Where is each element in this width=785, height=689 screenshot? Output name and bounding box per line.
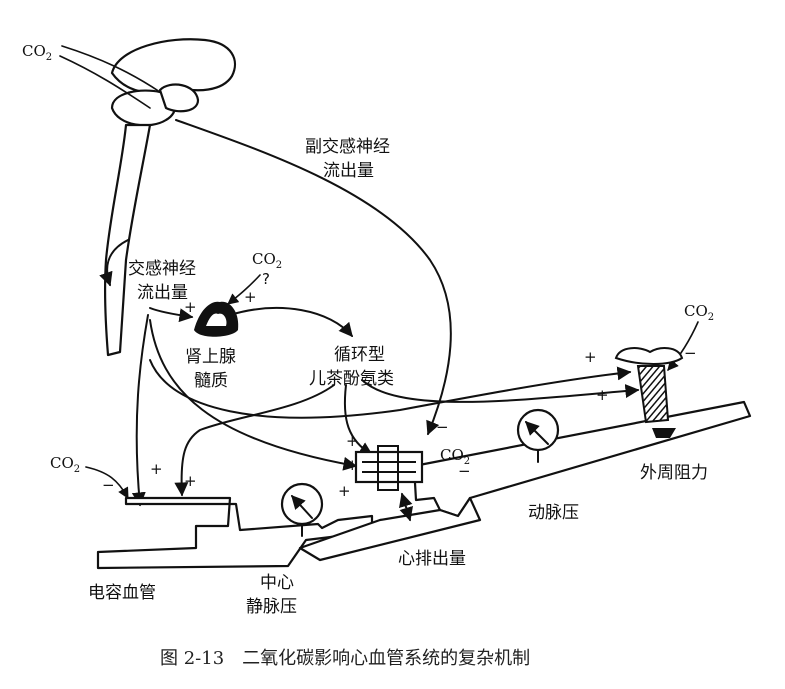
sign-plus: +: [584, 348, 597, 366]
label-parasympathetic-2: 流出量: [323, 161, 374, 181]
sign-plus: +: [184, 298, 197, 316]
label-adrenal-1: 肾上腺: [185, 347, 236, 367]
label-cardiac-output: 心排出量: [398, 549, 466, 569]
sign-plus: +: [150, 460, 163, 478]
label-sympathetic-2: 流出量: [137, 283, 188, 303]
label-peripheral-resistance: 外周阻力: [640, 463, 708, 483]
sign-minus: −: [102, 476, 115, 494]
adrenal-to-catecholamine: [230, 308, 352, 336]
adrenal-medulla: [194, 302, 238, 337]
sign-plus: +: [244, 288, 257, 306]
sign-minus: −: [436, 418, 449, 436]
co2-label-adrenal: CO2: [252, 250, 282, 271]
labels: 副交感神经 流出量 交感神经 流出量 肾上腺 髓质 循环型 儿茶酚氨类 外周阻力…: [88, 137, 708, 617]
label-arterial-pressure: 动脉压: [528, 503, 579, 523]
sign-plus: +: [184, 472, 197, 490]
label-catecholamine-1: 循环型: [334, 345, 385, 365]
sign-plus: +: [338, 482, 351, 500]
sign-plus: +: [346, 432, 359, 450]
label-central-1: 中心: [260, 573, 294, 593]
label-central-2: 静脉压: [246, 597, 297, 617]
label-adrenal-2: 髓质: [194, 371, 228, 391]
co2-label-resistance: CO2: [684, 302, 714, 323]
sign-minus: −: [458, 462, 471, 480]
figure-caption: 图 2-13 二氧化碳影响心血管系统的复杂机制: [160, 648, 530, 669]
question-mark: ?: [262, 270, 270, 288]
label-sympathetic-1: 交感神经: [128, 259, 196, 279]
label-capacitance: 电容血管: [88, 583, 156, 603]
co2-label-brain: CO2: [22, 42, 52, 63]
heart-pump: [356, 446, 422, 520]
co2-label-capacitance: CO2: [50, 454, 80, 475]
label-catecholamine-2: 儿茶酚氨类: [309, 369, 394, 389]
sympathetic-to-capacitance: [137, 315, 148, 505]
sign-plus: +: [596, 386, 609, 404]
sign-minus: −: [684, 344, 697, 362]
sign-plus: +: [346, 456, 359, 474]
label-parasympathetic-1: 副交感神经: [305, 137, 390, 157]
